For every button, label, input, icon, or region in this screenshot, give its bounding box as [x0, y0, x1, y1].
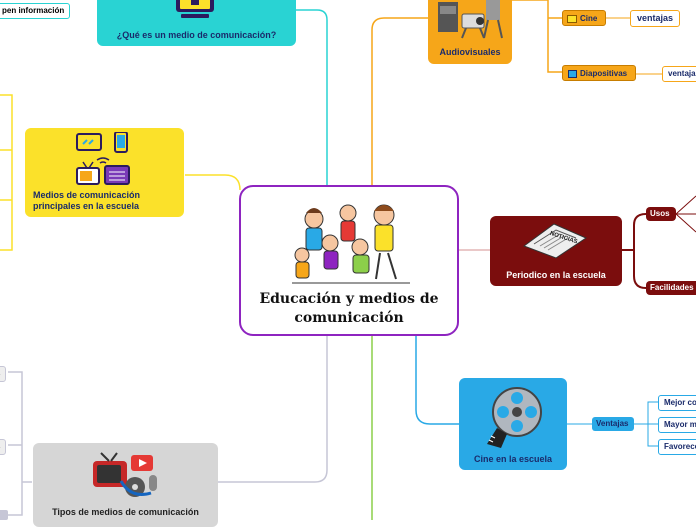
central-title: Educación y medios de comunicación	[259, 291, 439, 326]
tipos-node[interactable]: Tipos de medios de comunicación	[33, 443, 218, 527]
central-topic[interactable]: Educación y medios de comunicación	[239, 185, 459, 336]
mayor-label[interactable]: Mayor m	[658, 417, 696, 433]
left-branch-label-2[interactable]: s	[0, 439, 7, 455]
cine-escuela-label: Cine en la escuela	[473, 454, 553, 464]
medios-principales-node[interactable]: Medios de comunicación principales en la…	[25, 128, 184, 217]
audiovisuales-label: Audiovisuales	[439, 47, 501, 57]
periodico-node[interactable]: NOTICIAS Periodico en la escuela	[490, 216, 622, 286]
usos-chip[interactable]: Usos	[646, 207, 676, 221]
slide-icon	[568, 70, 577, 78]
ventajas-film-chip[interactable]: Ventajas	[592, 417, 634, 431]
audiovisuales-node[interactable]: Audiovisuales	[428, 0, 512, 64]
favorece-label[interactable]: Favorece	[658, 439, 696, 455]
left-branch-label-1[interactable]: s	[0, 366, 7, 382]
ventajas-cine-label[interactable]: ventajas	[630, 10, 680, 27]
que-es-node[interactable]: ¿Qué es un medio de comunicación?	[97, 0, 296, 46]
mejor-label[interactable]: Mejor co	[658, 395, 696, 411]
diapositivas-chip[interactable]: Diapositivas	[562, 65, 636, 81]
facilidades-chip[interactable]: Facilidades	[646, 281, 696, 295]
diapositivas-label: Diapositivas	[580, 69, 628, 79]
que-es-label: ¿Qué es un medio de comunicación?	[116, 30, 277, 40]
cine-chip[interactable]: Cine	[562, 10, 606, 26]
film-icon	[567, 15, 577, 23]
ventajas-diap-label[interactable]: ventaja	[662, 66, 696, 82]
medios-principales-label: Medios de comunicación principales en la…	[33, 190, 141, 211]
projector-icon	[436, 0, 504, 40]
cine-label: Cine	[580, 14, 598, 24]
film-reel-icon	[483, 382, 543, 450]
tv-media-icon	[91, 451, 161, 501]
info-label[interactable]: pen información	[0, 3, 71, 19]
monitor-icon	[172, 0, 218, 22]
tipos-label: Tipos de medios de comunicación	[52, 507, 199, 517]
periodico-label: Periodico en la escuela	[506, 270, 606, 280]
newspaper-icon: NOTICIAS	[520, 220, 590, 260]
devices-icon	[75, 131, 135, 186]
cine-escuela-node[interactable]: Cine en la escuela	[459, 378, 567, 470]
left-branch-3[interactable]	[0, 510, 8, 520]
children-illustration	[284, 199, 418, 287]
